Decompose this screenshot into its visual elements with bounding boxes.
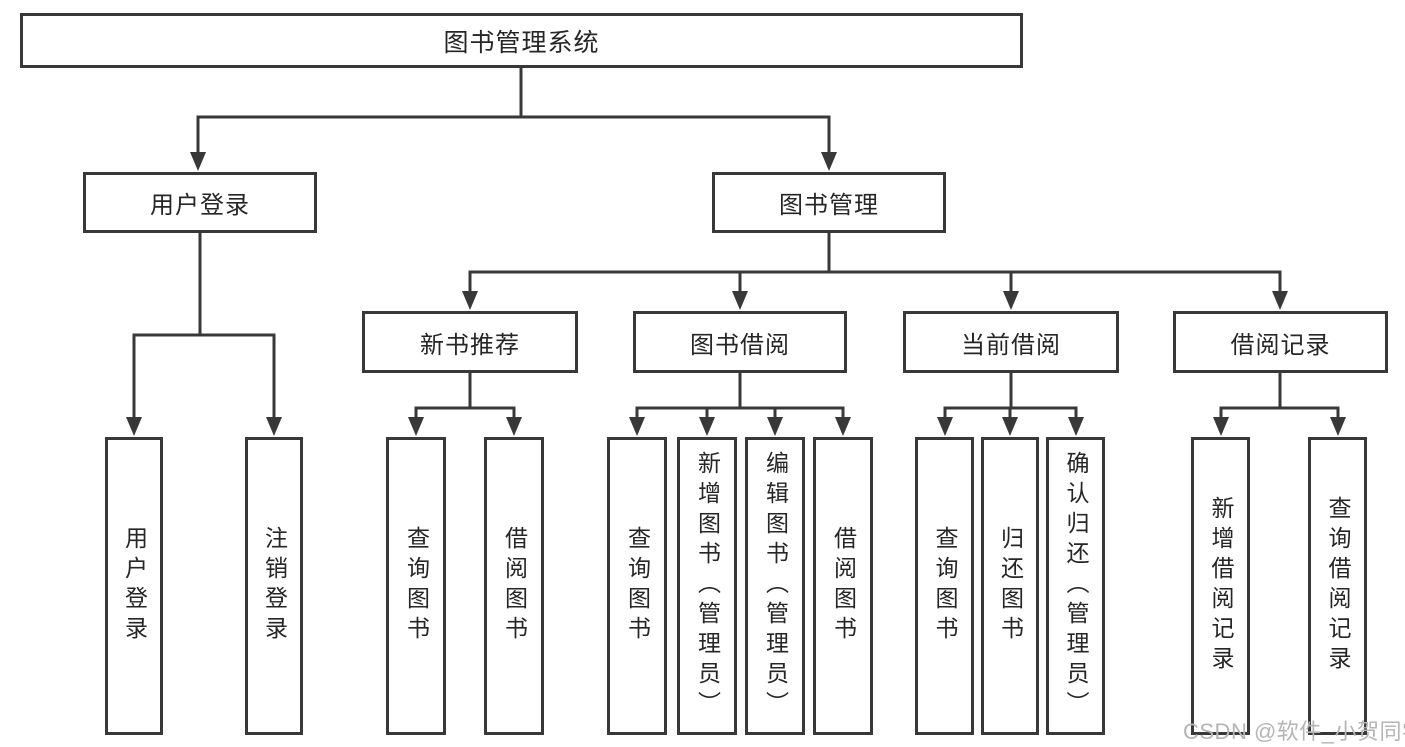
node-label: 用户登录 [121,526,148,646]
leaf-query-books-current: 查询图书 [915,437,974,735]
leaf-query-borrow-record: 查询借阅记录 [1308,437,1367,735]
leaf-query-books-borrowing: 查询图书 [607,437,667,735]
leaf-return-book: 归还图书 [981,437,1039,735]
node-label: 当前借阅 [961,331,1061,359]
node-book-borrowing: 图书借阅 [633,311,847,373]
leaf-logout: 注销登录 [245,437,303,735]
leaf-confirm-return-admin: 确认归还（管理员） [1046,437,1105,735]
node-label: 借阅图书 [501,526,528,646]
leaf-add-book-admin: 新增图书（管理员） [677,437,737,735]
leaf-add-borrow-record: 新增借阅记录 [1191,437,1250,735]
node-borrowing-records: 借阅记录 [1173,311,1388,373]
leaf-borrow-books-recommendation: 借阅图书 [484,437,544,735]
node-label: 借阅图书 [830,526,857,646]
node-label: 查询图书 [932,526,958,646]
node-library-management-system: 图书管理系统 [20,13,1023,68]
leaf-borrow-books-borrowing: 借阅图书 [813,437,873,735]
node-label: 新书推荐 [420,331,520,359]
node-label: 新增借阅记录 [1208,496,1234,676]
leaf-user-login: 用户登录 [105,437,163,735]
node-label: 归还图书 [997,526,1024,646]
node-label: 图书管理系统 [443,28,600,57]
node-new-book-recommendation: 新书推荐 [362,311,578,373]
node-label: 图书管理 [779,192,879,219]
node-label: 新增图书（管理员） [694,451,721,721]
node-label: 查询借阅记录 [1325,496,1351,676]
node-user-login: 用户登录 [83,172,317,233]
node-current-borrowing: 当前借阅 [903,311,1119,373]
node-label: 注销登录 [261,526,288,646]
node-book-management: 图书管理 [712,172,946,233]
node-label: 借阅记录 [1230,331,1331,359]
csdn-watermark: CSDN @软件_小贺同学 [1183,719,1405,744]
node-label: 用户登录 [150,192,250,219]
node-label: 查询图书 [624,526,651,646]
node-label: 图书借阅 [690,331,790,359]
node-label: 编辑图书（管理员） [762,451,789,721]
leaf-edit-book-admin: 编辑图书（管理员） [745,437,805,735]
node-label: 查询图书 [403,526,430,646]
leaf-query-books-recommendation: 查询图书 [386,437,446,735]
node-label: 确认归还（管理员） [1063,451,1089,721]
